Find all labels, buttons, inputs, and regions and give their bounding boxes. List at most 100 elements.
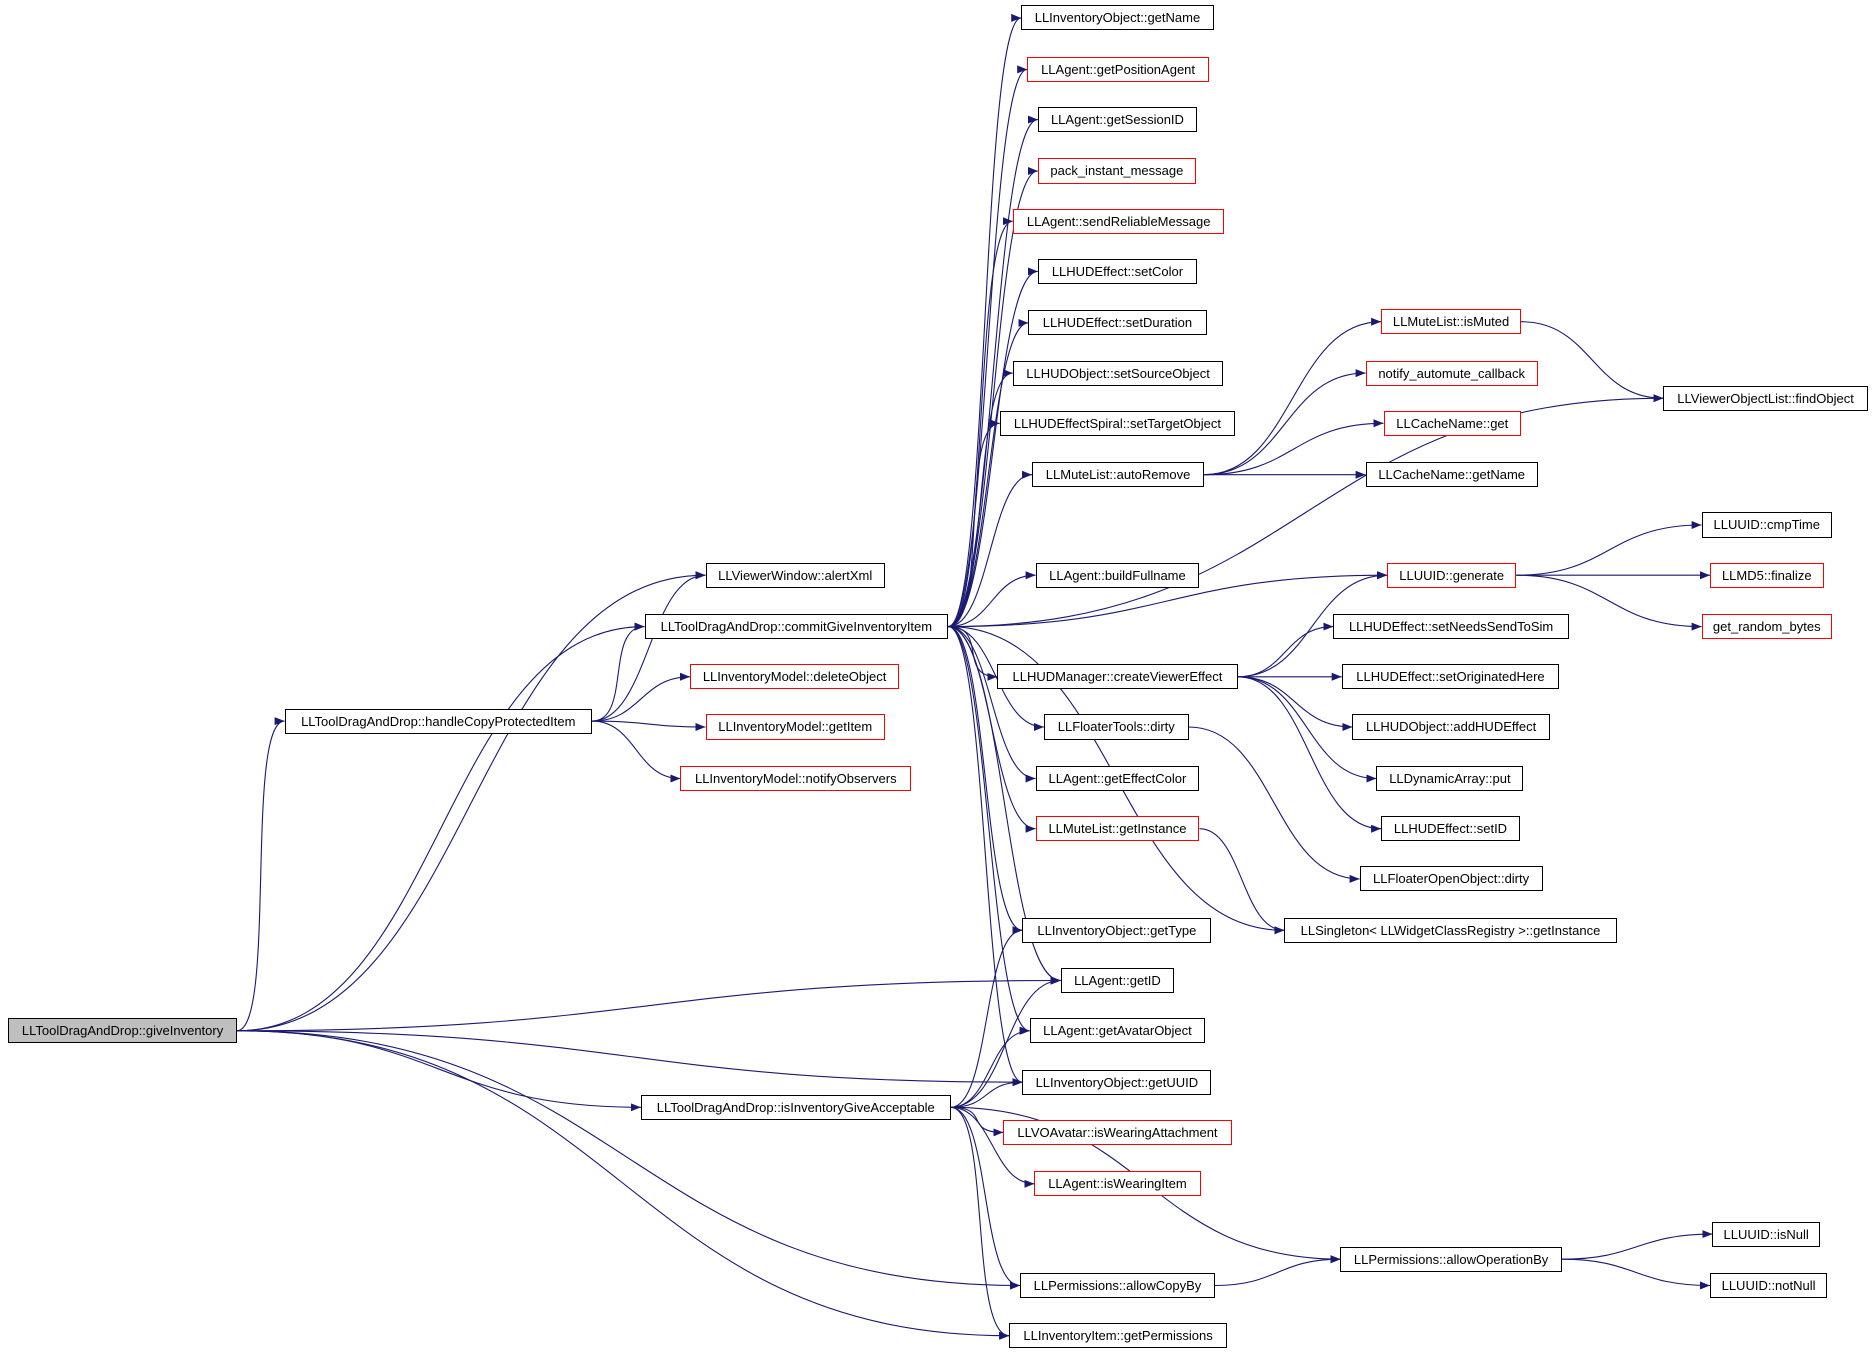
function-node-setColor[interactable]: LLHUDEffect::setColor	[1037, 258, 1197, 284]
function-node-autoRemove[interactable]: LLMuteList::autoRemove	[1031, 462, 1205, 488]
call-edge-isMuted-to-findObject	[1520, 321, 1664, 403]
function-node-singleton[interactable]: LLSingleton< LLWidgetClassRegistry >::ge…	[1284, 917, 1617, 943]
function-node-notNull[interactable]: LLUUID::notNull	[1709, 1272, 1828, 1299]
function-node-getType[interactable]: LLInventoryObject::getType	[1022, 917, 1212, 943]
function-node-handleCopy[interactable]: LLToolDragAndDrop::handleCopyProtectedIt…	[284, 708, 592, 734]
call-edge-commit-to-setColor	[948, 267, 1038, 628]
function-node-isGiveAcc[interactable]: LLToolDragAndDrop::isInventoryGiveAccept…	[640, 1094, 951, 1120]
call-edge-uuidGenerate-to-cmpTime	[1516, 521, 1702, 576]
function-node-createViewerEffect[interactable]: LLHUDManager::createViewerEffect	[997, 664, 1238, 690]
call-edge-commit-to-floaterDirty	[948, 626, 1044, 731]
function-node-md5Finalize[interactable]: LLMD5::finalize	[1709, 562, 1824, 588]
function-node-getID[interactable]: LLAgent::getID	[1060, 967, 1175, 994]
function-node-setTargetObj[interactable]: LLHUDEffectSpiral::setTargetObject	[999, 410, 1236, 436]
call-edge-commit-to-getEffectColor	[948, 626, 1036, 783]
function-node-cmpTime[interactable]: LLUUID::cmpTime	[1701, 512, 1832, 538]
function-node-setOriginated[interactable]: LLHUDEffect::setOriginatedHere	[1341, 664, 1560, 690]
function-node-uuidGenerate[interactable]: LLUUID::generate	[1387, 562, 1517, 588]
function-node-cacheGet[interactable]: LLCacheName::get	[1383, 410, 1522, 436]
function-node-getEffectColor[interactable]: LLAgent::getEffectColor	[1035, 765, 1200, 791]
function-node-muteGetInstance[interactable]: LLMuteList::getInstance	[1035, 816, 1200, 842]
function-node-getName[interactable]: LLInventoryObject::getName	[1021, 5, 1214, 31]
call-edge-isGiveAcc-to-getPermissions	[950, 1106, 1010, 1340]
function-node-isWearingItem[interactable]: LLAgent::isWearingItem	[1034, 1171, 1201, 1197]
call-edge-commit-to-getPosAgent	[948, 65, 1028, 628]
function-node-setID[interactable]: LLHUDEffect::setID	[1381, 816, 1520, 842]
call-edge-commit-to-autoRemove	[948, 470, 1033, 628]
call-edge-commit-to-getType	[948, 626, 1023, 935]
function-node-sendReliable[interactable]: LLAgent::sendReliableMessage	[1012, 208, 1225, 234]
call-edge-isGiveAcc-to-isWearingAttach	[950, 1106, 1004, 1137]
function-node-setSourceObj[interactable]: LLHUDObject::setSourceObject	[1012, 360, 1224, 386]
function-node-setDuration[interactable]: LLHUDEffect::setDuration	[1028, 310, 1207, 336]
call-edge-root-to-allowCopyBy	[236, 1030, 1021, 1290]
call-edge-createViewerEffect-to-uuidGenerate	[1237, 571, 1388, 678]
call-edge-commit-to-buildFullname	[948, 571, 1036, 628]
call-edge-commit-to-setSourceObj	[948, 369, 1013, 628]
call-edge-isGiveAcc-to-getType	[950, 926, 1023, 1108]
call-edge-uuidGenerate-to-randomBytes	[1516, 574, 1702, 631]
call-edge-commit-to-packIM	[948, 167, 1038, 628]
function-node-floaterDirty[interactable]: LLFloaterTools::dirty	[1043, 714, 1189, 740]
function-node-buildFullname[interactable]: LLAgent::buildFullname	[1035, 562, 1200, 588]
function-node-cacheGetName[interactable]: LLCacheName::getName	[1365, 462, 1538, 488]
call-edge-autoRemove-to-notifyAutomute	[1204, 369, 1366, 476]
call-edge-root-to-isGiveAcc	[236, 1030, 641, 1112]
function-node-isMuted[interactable]: LLMuteList::isMuted	[1381, 309, 1522, 335]
call-edge-root-to-alertXml	[236, 571, 706, 1032]
function-node-allowOpBy[interactable]: LLPermissions::allowOperationBy	[1340, 1246, 1562, 1272]
call-edge-commit-to-sendReliable	[948, 217, 1013, 628]
function-node-floaterOpenDirty[interactable]: LLFloaterOpenObject::dirty	[1359, 866, 1543, 892]
call-edge-handleCopy-to-notifyObservers	[591, 720, 681, 783]
function-node-deleteObject[interactable]: LLInventoryModel::deleteObject	[689, 664, 900, 690]
call-edge-handleCopy-to-commit	[591, 622, 645, 722]
function-node-getPosAgent[interactable]: LLAgent::getPositionAgent	[1027, 56, 1209, 82]
function-node-notifyObservers[interactable]: LLInventoryModel::notifyObservers	[680, 765, 912, 791]
function-node-setNeedsSend[interactable]: LLHUDEffect::setNeedsSendToSim	[1333, 614, 1569, 640]
function-node-getSessionID[interactable]: LLAgent::getSessionID	[1037, 107, 1197, 133]
function-node-isNull[interactable]: LLUUID::isNull	[1712, 1221, 1820, 1247]
call-edge-commit-to-getID	[948, 626, 1061, 985]
function-node-getPermissions[interactable]: LLInventoryItem::getPermissions	[1009, 1323, 1227, 1349]
call-edge-createViewerEffect-to-dynPut	[1237, 676, 1377, 783]
call-edge-floaterDirty-to-floaterOpenDirty	[1188, 726, 1360, 883]
call-edge-muteGetInstance-to-singleton	[1199, 828, 1285, 935]
function-node-findObject[interactable]: LLViewerObjectList::findObject	[1663, 385, 1868, 411]
call-edge-createViewerEffect-to-setNeedsSend	[1237, 622, 1334, 678]
call-edge-commit-to-getUUID	[948, 626, 1023, 1087]
function-node-commit[interactable]: LLToolDragAndDrop::commitGiveInventoryIt…	[644, 614, 949, 640]
call-edge-handleCopy-to-alertXml	[591, 571, 706, 722]
function-node-getUUID[interactable]: LLInventoryObject::getUUID	[1022, 1069, 1212, 1095]
function-node-randomBytes[interactable]: get_random_bytes	[1701, 614, 1832, 640]
call-edge-root-to-getID	[236, 976, 1061, 1032]
call-edge-root-to-handleCopy	[236, 717, 285, 1032]
call-edge-commit-to-getName	[948, 14, 1022, 628]
function-node-addHUDEffect[interactable]: LLHUDObject::addHUDEffect	[1352, 714, 1550, 740]
function-node-root[interactable]: LLToolDragAndDrop::giveInventory	[8, 1018, 237, 1044]
function-node-notifyAutomute[interactable]: notify_automute_callback	[1365, 360, 1538, 386]
call-edge-isGiveAcc-to-getUUID	[950, 1078, 1023, 1108]
call-edge-autoRemove-to-cacheGet	[1204, 419, 1384, 476]
call-edge-isGiveAcc-to-isWearingItem	[950, 1106, 1035, 1188]
function-node-isWearingAttach[interactable]: LLVOAvatar::isWearingAttachment	[1003, 1119, 1232, 1145]
call-edge-root-to-getPermissions	[236, 1030, 1010, 1340]
call-edge-isGiveAcc-to-allowCopyBy	[950, 1106, 1021, 1290]
call-edge-allowOpBy-to-isNull	[1561, 1230, 1713, 1260]
call-edge-createViewerEffect-to-addHUDEffect	[1237, 676, 1353, 731]
call-edge-commit-to-getAvatarObject	[948, 626, 1030, 1035]
call-edge-allowCopyBy-to-allowOpBy	[1214, 1255, 1341, 1287]
call-edge-root-to-commit	[236, 622, 645, 1032]
call-edge-commit-to-setTargetObj	[948, 419, 1000, 628]
call-edge-commit-to-getSessionID	[948, 115, 1038, 628]
function-node-packIM[interactable]: pack_instant_message	[1037, 158, 1196, 184]
function-node-alertXml[interactable]: LLViewerWindow::alertXml	[705, 562, 885, 588]
call-edge-root-to-getUUID	[236, 1030, 1023, 1087]
function-node-getItem[interactable]: LLInventoryModel::getItem	[705, 714, 885, 740]
call-edge-createViewerEffect-to-setID	[1237, 676, 1382, 833]
function-node-getAvatarObject[interactable]: LLAgent::getAvatarObject	[1029, 1018, 1206, 1044]
function-node-dynPut[interactable]: LLDynamicArray::put	[1376, 765, 1524, 791]
call-edge-autoRemove-to-isMuted	[1204, 317, 1382, 476]
function-node-allowCopyBy[interactable]: LLPermissions::allowCopyBy	[1020, 1272, 1215, 1299]
